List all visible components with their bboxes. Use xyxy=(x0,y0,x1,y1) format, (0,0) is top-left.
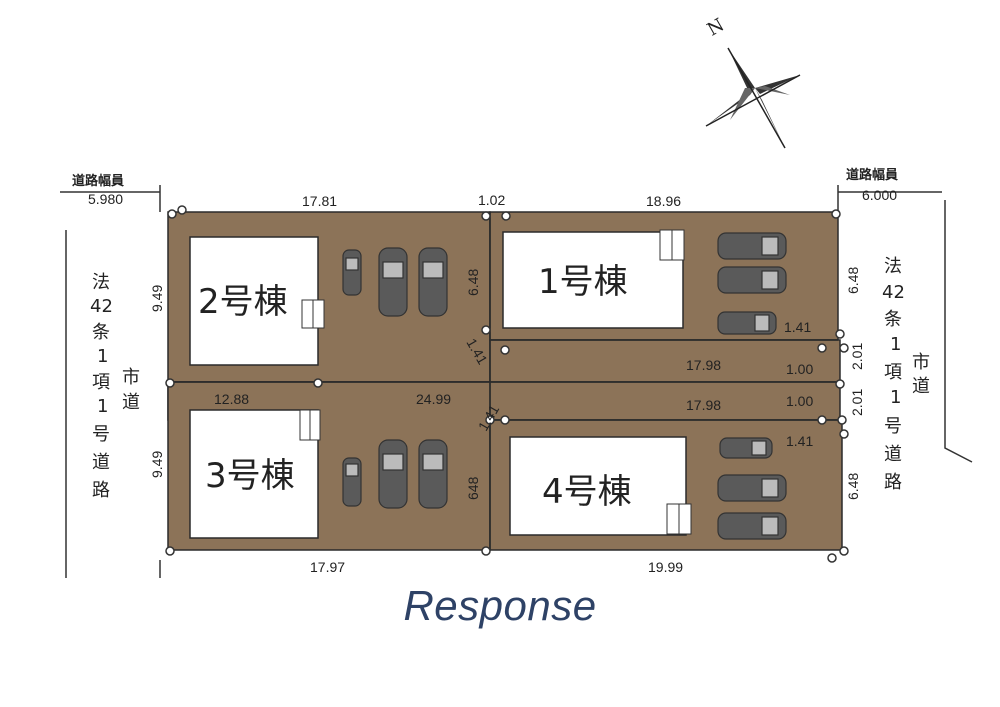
footer-logo-text: Response xyxy=(403,582,597,629)
svg-text:1: 1 xyxy=(890,334,901,355)
svg-text:道: 道 xyxy=(92,452,110,473)
dim-lot1-chamfer-right: 1.41 xyxy=(784,319,811,335)
house-1 xyxy=(502,231,684,329)
left-road-name: 法 42 条 1 項 1 号 道 路 市 道 xyxy=(90,272,140,501)
car-icon xyxy=(719,437,773,459)
svg-text:項: 項 xyxy=(92,372,110,393)
dim-right-upper: 6.48 xyxy=(845,267,861,294)
car-icon xyxy=(418,247,448,317)
dim-right-mid-upper: 2.01 xyxy=(849,343,865,370)
passage-upper xyxy=(489,339,841,383)
svg-text:条: 条 xyxy=(884,309,902,330)
dim-mid-long: 24.99 xyxy=(416,391,451,407)
car-icon xyxy=(342,249,362,296)
svg-text:42: 42 xyxy=(882,282,905,303)
svg-text:法: 法 xyxy=(92,272,110,293)
house-3 xyxy=(189,409,319,539)
svg-text:市: 市 xyxy=(122,367,140,388)
right-road-width-label: 道路幅員 xyxy=(846,167,898,183)
svg-text:号: 号 xyxy=(884,416,902,437)
right-road-width-value: 6.000 xyxy=(862,187,897,203)
car-icon xyxy=(378,439,408,509)
compass-icon: N xyxy=(704,14,801,149)
dim-top-left: 17.81 xyxy=(302,193,337,209)
dim-top-mid: 1.02 xyxy=(478,192,505,208)
svg-text:項: 項 xyxy=(884,362,902,383)
entrance-markers xyxy=(299,229,692,535)
north-label: N xyxy=(704,14,728,40)
car-icon xyxy=(717,311,777,335)
svg-text:1: 1 xyxy=(890,387,901,408)
dim-left-lower: 9.49 xyxy=(149,451,165,478)
dim-top-right: 18.96 xyxy=(646,193,681,209)
svg-text:1: 1 xyxy=(97,396,108,417)
right-road-name: 法 42 条 1 項 1 号 道 路 市 道 xyxy=(882,256,930,493)
dimensions: 17.81 1.02 18.96 9.49 9.49 6.48 648 6.48… xyxy=(149,192,865,575)
svg-text:道: 道 xyxy=(912,376,930,397)
svg-text:市: 市 xyxy=(912,352,930,373)
car-icon xyxy=(717,512,787,540)
car-icon xyxy=(717,474,787,502)
car-icon xyxy=(717,266,787,294)
road-lines xyxy=(60,185,973,578)
cars xyxy=(342,232,787,540)
dim-bottom-left: 17.97 xyxy=(310,559,345,575)
houses xyxy=(189,231,687,539)
car-icon xyxy=(378,247,408,317)
svg-text:道: 道 xyxy=(122,392,140,413)
svg-text:道: 道 xyxy=(884,444,902,465)
svg-text:法: 法 xyxy=(884,256,902,277)
dim-lot1-bottom: 17.98 xyxy=(686,357,721,373)
dim-mid-left: 12.88 xyxy=(214,391,249,407)
svg-text:条: 条 xyxy=(92,322,110,343)
dim-lot4-top: 17.98 xyxy=(686,397,721,413)
house-1-name: 1号棟 xyxy=(538,262,628,302)
house-2 xyxy=(189,236,319,366)
svg-text:路: 路 xyxy=(92,480,110,501)
dim-left-upper: 9.49 xyxy=(149,285,165,312)
svg-text:路: 路 xyxy=(884,472,902,493)
svg-text:号: 号 xyxy=(92,424,110,445)
dim-passage-upper: 1.00 xyxy=(786,361,813,377)
left-road-width-label: 道路幅員 xyxy=(72,173,124,189)
car-icon xyxy=(717,232,787,260)
house-4-name: 4号棟 xyxy=(542,472,632,512)
car-icon xyxy=(418,439,448,509)
house-3-name: 3号棟 xyxy=(205,456,295,496)
dim-lot1-left: 6.48 xyxy=(465,269,481,296)
svg-text:1: 1 xyxy=(97,346,108,367)
left-road-width-value: 5.980 xyxy=(88,191,123,207)
dim-right-mid-lower: 2.01 xyxy=(849,389,865,416)
dim-lot4-left: 648 xyxy=(465,476,481,500)
house-2-name: 2号棟 xyxy=(198,282,288,322)
dim-lot4-chamfer-right: 1.41 xyxy=(786,433,813,449)
dim-passage-lower: 1.00 xyxy=(786,393,813,409)
dim-right-lower: 6.48 xyxy=(845,473,861,500)
boundary-points xyxy=(165,205,849,563)
car-icon xyxy=(342,457,362,507)
dim-bottom-right: 19.99 xyxy=(648,559,683,575)
house-4 xyxy=(509,436,687,536)
svg-text:42: 42 xyxy=(90,296,113,317)
site-plan: N xyxy=(60,14,973,578)
